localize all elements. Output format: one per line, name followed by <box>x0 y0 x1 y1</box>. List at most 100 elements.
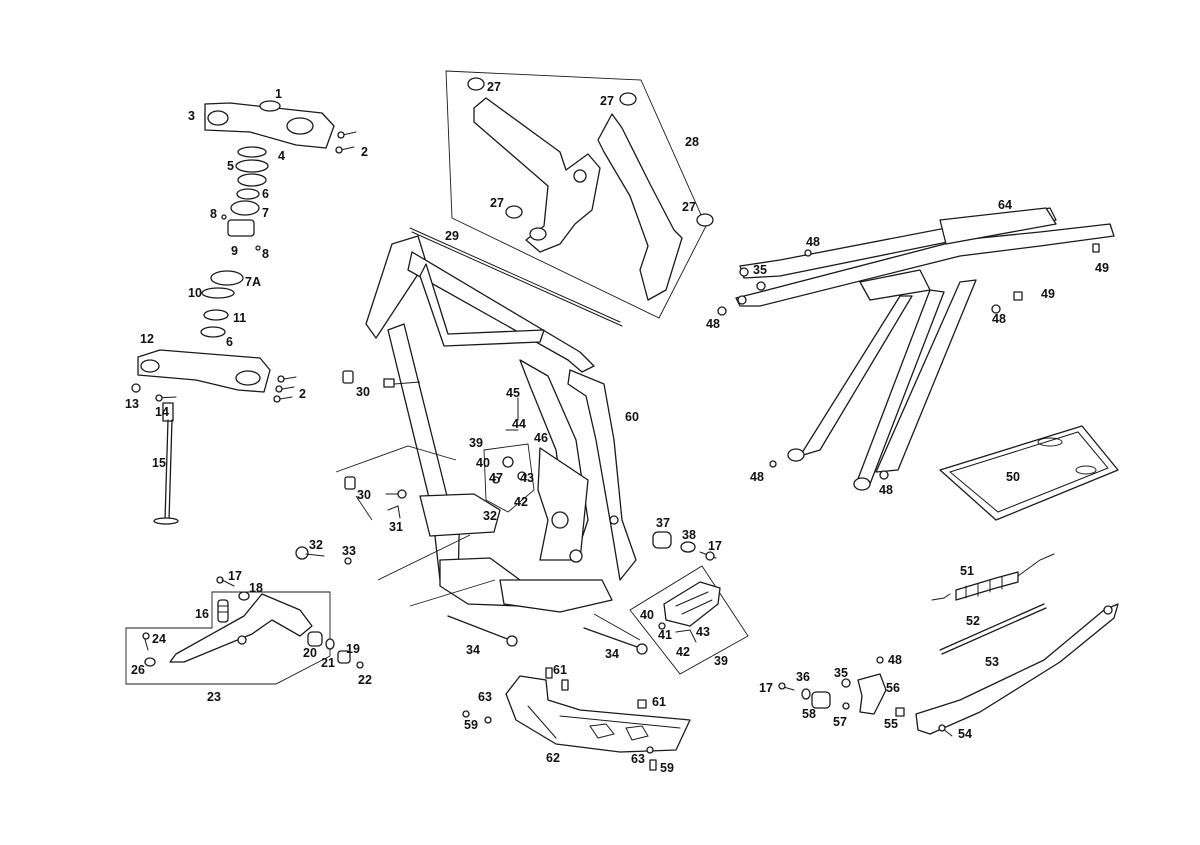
callout-label: 17 <box>228 569 242 583</box>
callout-label: 42 <box>676 645 690 659</box>
callout-label: 27 <box>490 196 504 210</box>
callout-label: 48 <box>806 235 820 249</box>
callout-label: 63 <box>478 690 492 704</box>
callout-label: 2 <box>299 387 306 401</box>
footrest <box>658 581 721 643</box>
skid-plate-fasteners <box>462 667 657 771</box>
callout-label: 58 <box>802 707 816 721</box>
callout-label: 44 <box>512 417 526 431</box>
callout-label: 12 <box>140 332 154 346</box>
lower-triple-clamp <box>137 349 271 393</box>
callout-label: 30 <box>356 385 370 399</box>
steering-stem <box>153 402 179 525</box>
steering-nut <box>259 100 281 112</box>
callout-label: 57 <box>833 715 847 729</box>
callout-label: 23 <box>207 690 221 704</box>
callout-label: 17 <box>759 681 773 695</box>
stand-rod <box>939 603 1047 655</box>
skid-plate <box>505 675 691 753</box>
callout-label: 61 <box>553 663 567 677</box>
callout-label: 41 <box>658 628 672 642</box>
callout-label: 21 <box>321 656 335 670</box>
stand-spring <box>931 553 1055 601</box>
nut-33 <box>344 557 352 565</box>
callout-label: 14 <box>155 405 169 419</box>
callout-label: 32 <box>309 538 323 552</box>
lower-bearing-stack <box>200 270 244 338</box>
engine-bolt-right <box>583 627 648 655</box>
callout-label: 8 <box>210 207 217 221</box>
callout-labels: 1 2 3 4 5 6 7 8 9 8 7A 10 11 6 12 2 13 1… <box>125 80 1109 775</box>
callout-label: 38 <box>682 528 696 542</box>
stand-bracket <box>778 656 905 717</box>
upper-clamp-bolts <box>335 131 357 154</box>
callout-label: 35 <box>834 666 848 680</box>
callout-label: 59 <box>464 718 478 732</box>
callout-label: 46 <box>534 431 548 445</box>
callout-label: 39 <box>714 654 728 668</box>
callout-label: 49 <box>1041 287 1055 301</box>
brake-pedal <box>169 593 313 663</box>
callout-label: 11 <box>233 311 246 325</box>
callout-label: 27 <box>487 80 501 94</box>
callout-label: 8 <box>262 247 269 261</box>
callout-label: 33 <box>342 544 356 558</box>
callout-label: 36 <box>796 670 810 684</box>
callout-label: 35 <box>753 263 767 277</box>
callout-label: 26 <box>131 663 145 677</box>
callout-label: 37 <box>656 516 670 530</box>
callout-label: 62 <box>546 751 560 765</box>
stand-bolt-54 <box>938 724 953 737</box>
callout-label: 56 <box>886 681 900 695</box>
frame-leader-lines <box>335 381 641 641</box>
frame-guard-right <box>597 113 683 301</box>
callout-label: 20 <box>303 646 317 660</box>
callout-label: 52 <box>966 614 980 628</box>
callout-label: 50 <box>1006 470 1020 484</box>
callout-label: 40 <box>476 456 490 470</box>
frame-mount-detail <box>483 397 535 513</box>
callout-label: 9 <box>231 244 238 258</box>
callout-label: 24 <box>152 632 166 646</box>
engine-bolt-left <box>447 615 518 647</box>
callout-label: 32 <box>483 509 497 523</box>
callout-label: 48 <box>706 317 720 331</box>
callout-label: 42 <box>514 495 528 509</box>
callout-label: 64 <box>998 198 1012 212</box>
callout-label: 49 <box>1095 261 1109 275</box>
callout-label: 34 <box>466 643 480 657</box>
frame-rod-29 <box>409 227 623 327</box>
lower-clamp-bolts <box>273 375 297 403</box>
callout-label: 54 <box>958 727 972 741</box>
callout-label: 15 <box>152 456 166 470</box>
callout-label: 27 <box>600 94 614 108</box>
callout-label: 34 <box>605 647 619 661</box>
callout-label: 18 <box>249 581 263 595</box>
callout-label: 6 <box>226 335 233 349</box>
callout-label: 39 <box>469 436 483 450</box>
callout-label: 53 <box>985 655 999 669</box>
frame-guard-box <box>445 70 707 319</box>
callout-label: 31 <box>389 520 403 534</box>
bolt-32 <box>295 546 325 560</box>
callout-label: 27 <box>682 200 696 214</box>
callout-label: 7A <box>245 275 261 289</box>
callout-label: 17 <box>708 539 722 553</box>
callout-label: 7 <box>262 206 269 220</box>
head-bearing-stack <box>221 146 269 251</box>
callout-label: 63 <box>631 752 645 766</box>
callout-label: 40 <box>640 608 654 622</box>
callout-label: 4 <box>278 149 285 163</box>
callout-label: 1 <box>275 87 282 101</box>
upper-triple-clamp <box>204 102 335 149</box>
pin-24 <box>142 632 150 651</box>
callout-label: 59 <box>660 761 674 775</box>
guard-clips <box>467 77 714 227</box>
callout-label: 60 <box>625 410 639 424</box>
callout-label: 22 <box>358 673 372 687</box>
callout-label: 28 <box>685 135 699 149</box>
callout-label: 30 <box>357 488 371 502</box>
bolt-14 <box>155 394 177 402</box>
